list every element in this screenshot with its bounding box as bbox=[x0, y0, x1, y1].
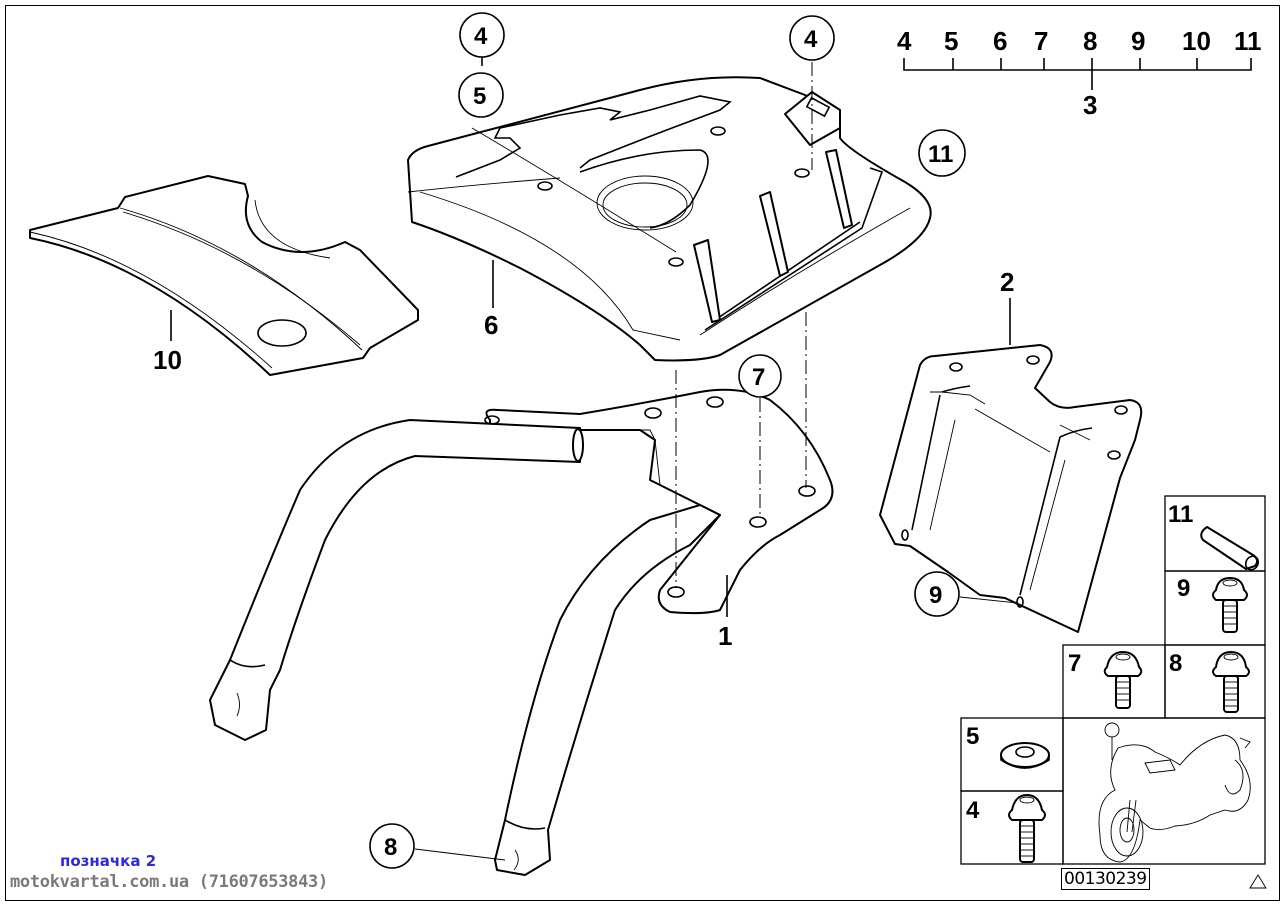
watermark-line-1: позначка 2 bbox=[60, 852, 157, 870]
callout-9[interactable]: 9 bbox=[914, 571, 960, 617]
svg-text:4: 4 bbox=[474, 23, 488, 50]
svg-text:8: 8 bbox=[1169, 650, 1182, 677]
kit-bracket-3: 4 5 6 7 8 9 10 11 3 bbox=[897, 26, 1262, 120]
kit-item-8: 8 bbox=[1083, 26, 1097, 56]
hardware-table bbox=[960, 495, 1266, 865]
svg-text:9: 9 bbox=[1177, 575, 1190, 602]
screw-8-icon bbox=[1212, 651, 1250, 713]
callout-4-right[interactable]: 4 bbox=[789, 15, 835, 61]
diagram-frame bbox=[5, 5, 1280, 901]
svg-text:7: 7 bbox=[1068, 650, 1081, 677]
callout-5[interactable]: 5 bbox=[458, 72, 504, 118]
callout-11[interactable]: 11 bbox=[918, 129, 966, 177]
svg-text:5: 5 bbox=[473, 83, 486, 110]
kit-item-4: 4 bbox=[897, 26, 912, 56]
leader-9 bbox=[959, 596, 1019, 604]
washer-5-icon bbox=[1000, 742, 1050, 769]
hardware-cell-5[interactable]: 5 bbox=[966, 723, 1050, 769]
label-10: 10 bbox=[153, 345, 182, 375]
kit-item-6: 6 bbox=[993, 26, 1007, 56]
label-1: 1 bbox=[718, 621, 732, 651]
hardware-cell-11[interactable]: 11 bbox=[1168, 501, 1261, 572]
watermark-line-2: motokvartal.com.ua (71607653843) bbox=[10, 872, 328, 892]
kit-item-7: 7 bbox=[1034, 26, 1048, 56]
part-10-cover-panel[interactable] bbox=[29, 175, 419, 376]
svg-text:11: 11 bbox=[928, 141, 953, 168]
callout-8[interactable]: 8 bbox=[369, 823, 415, 869]
kit-group-label-3: 3 bbox=[1083, 90, 1097, 120]
motorcycle-icon bbox=[1098, 722, 1251, 863]
hardware-cell-8[interactable]: 8 bbox=[1169, 650, 1250, 713]
screw-9-icon bbox=[1212, 577, 1248, 633]
kit-item-9: 9 bbox=[1131, 26, 1145, 56]
part-1-rack-frame[interactable] bbox=[209, 388, 834, 876]
svg-text:7: 7 bbox=[752, 364, 765, 391]
svg-text:4: 4 bbox=[804, 26, 818, 53]
screw-7-icon bbox=[1103, 651, 1143, 709]
triangle-icon bbox=[1249, 874, 1267, 889]
hardware-cell-9[interactable]: 9 bbox=[1177, 575, 1248, 633]
leader-8 bbox=[414, 848, 506, 861]
kit-item-11: 11 bbox=[1234, 26, 1262, 56]
hardware-cell-7[interactable]: 7 bbox=[1068, 650, 1143, 709]
kit-item-5: 5 bbox=[944, 26, 958, 56]
svg-text:9: 9 bbox=[929, 582, 942, 609]
sleeve-pin-icon bbox=[1200, 526, 1259, 570]
svg-text:5: 5 bbox=[966, 723, 979, 750]
svg-text:4: 4 bbox=[966, 797, 980, 824]
svg-text:11: 11 bbox=[1168, 501, 1193, 528]
screw-4-icon bbox=[1008, 794, 1046, 863]
image-number: 00130239 bbox=[1061, 868, 1150, 890]
kit-item-10: 10 bbox=[1182, 26, 1211, 56]
part-6-top-plate[interactable] bbox=[407, 76, 932, 362]
hardware-cell-4[interactable]: 4 bbox=[966, 794, 1046, 863]
svg-text:8: 8 bbox=[384, 834, 397, 861]
part-2-bracket-plate[interactable] bbox=[879, 344, 1143, 633]
label-2: 2 bbox=[1000, 267, 1014, 297]
callout-4-left[interactable]: 4 bbox=[459, 12, 505, 58]
label-6: 6 bbox=[484, 310, 498, 340]
callout-7[interactable]: 7 bbox=[738, 354, 782, 398]
